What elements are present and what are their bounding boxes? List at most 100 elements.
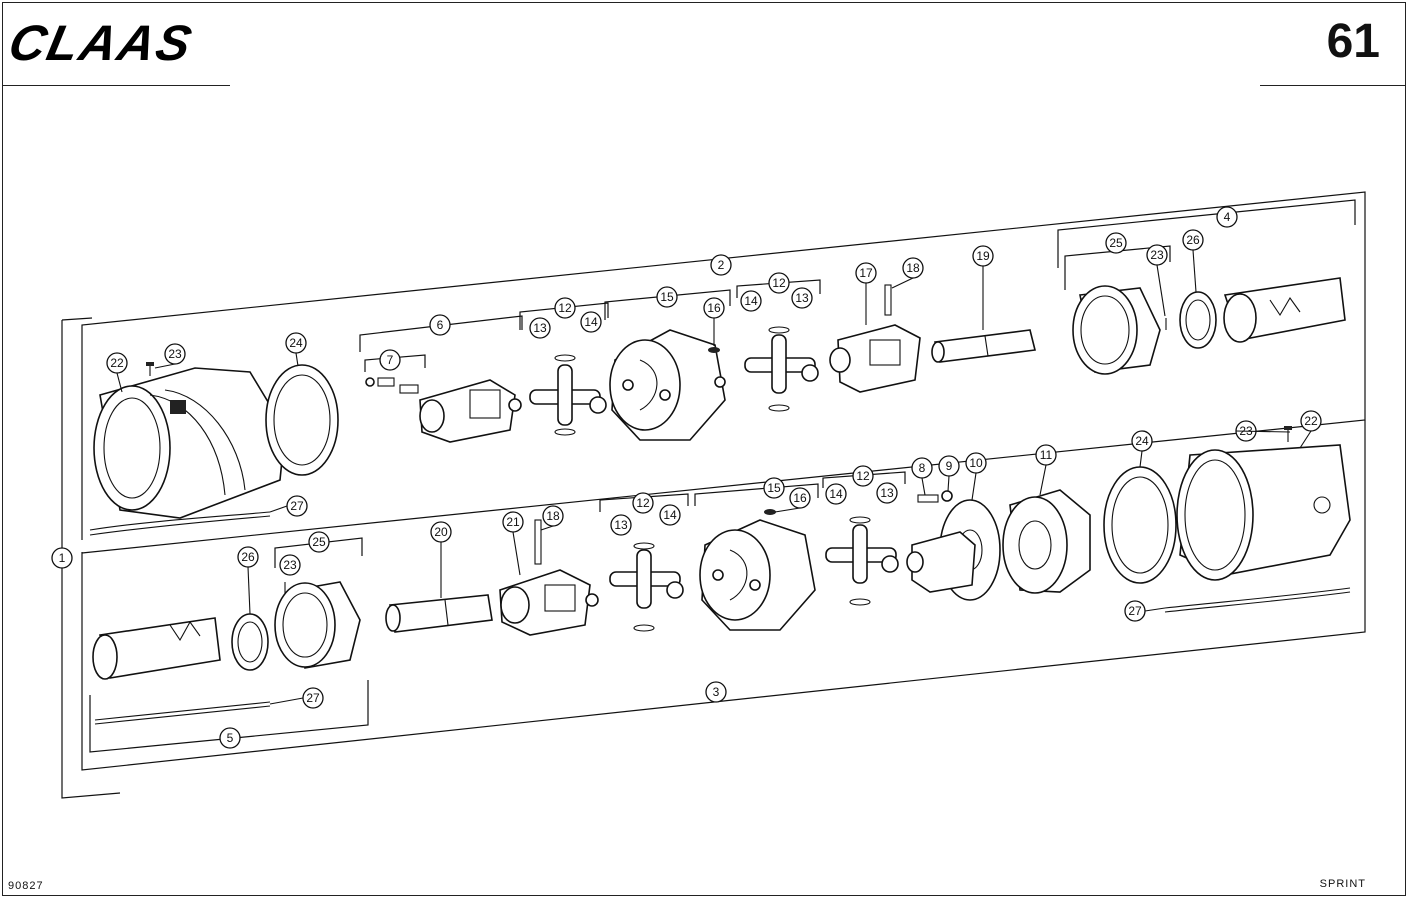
callout-18-b: 18 [542,505,564,527]
callout-12-a: 12 [554,297,576,319]
outer-tube-upper [1223,277,1346,343]
callout-6: 6 [429,314,451,336]
cross-journal-13-14-upper-left [529,354,607,436]
callout-10: 10 [965,452,987,474]
svg-text:22: 22 [110,356,124,370]
callout-16-b: 16 [789,487,811,509]
svg-text:14: 14 [584,315,598,329]
clutch-housing-15-upper [609,329,726,441]
yoke-21 [499,569,599,636]
bearing-ring-24-lower [1103,466,1177,584]
yoke-17 [829,324,921,393]
inner-tube-19 [931,329,1036,363]
guard-cone-22-upper [93,367,286,519]
callout-12-d: 12 [852,465,874,487]
callout-11: 11 [1035,444,1057,466]
pin-18-lower [534,519,542,565]
callout-23-a: 23 [164,343,186,365]
svg-text:12: 12 [856,469,870,483]
svg-text:15: 15 [767,481,781,495]
callout-13-c: 13 [610,514,632,536]
svg-text:23: 23 [168,347,182,361]
callout-18-a: 18 [902,257,924,279]
svg-text:13: 13 [614,518,628,532]
yoke-10-lower [906,531,976,593]
svg-text:4: 4 [1224,210,1231,224]
svg-text:18: 18 [546,509,560,523]
callout-15-b: 15 [763,477,785,499]
callout-25-a: 25 [1105,232,1127,254]
svg-text:13: 13 [880,486,894,500]
callout-23-b: 23 [1146,244,1168,266]
svg-text:27: 27 [290,499,304,513]
callout-26-a: 26 [1182,229,1204,251]
svg-text:9: 9 [946,459,953,473]
guard-cone-25-upper [1072,285,1161,375]
callout-14-d: 14 [825,483,847,505]
assembly-2-bracket [81,191,1366,554]
svg-text:6: 6 [437,318,444,332]
callout-9: 9 [938,455,960,477]
svg-text:11: 11 [1040,448,1053,462]
cross-journal-13-14-lower-left [609,542,684,632]
svg-text:24: 24 [1135,434,1149,448]
svg-text:22: 22 [1304,414,1318,428]
callout-20: 20 [430,521,452,543]
chain-27-lower-right [1164,587,1351,613]
callout-24-b: 24 [1131,430,1153,452]
bearing-ring-26-upper [1179,291,1217,349]
callout-13-a: 13 [529,317,551,339]
callout-23-d: 23 [279,554,301,576]
callout-27-b: 27 [1124,600,1146,622]
logo-rule [2,85,230,86]
callout-8: 8 [911,457,933,479]
svg-text:26: 26 [241,550,255,564]
svg-text:18: 18 [906,261,920,275]
leader-lines [116,249,1312,705]
svg-text:23: 23 [283,558,297,572]
assembly-4-bracket [1057,199,1356,268]
svg-text:27: 27 [1128,604,1142,618]
callout-14-a: 14 [580,311,602,333]
cross-journal-13-14-upper-right [744,326,819,412]
callout-26-b: 26 [237,546,259,568]
callout-14-b: 14 [740,290,762,312]
page-number-rule [1260,85,1406,86]
callout-4: 4 [1216,206,1238,228]
svg-text:12: 12 [558,301,572,315]
callout-22-b: 22 [1300,410,1322,432]
callout-1: 1 [51,547,73,569]
friction-disc-11 [1002,489,1091,594]
outer-tube-lower [92,617,221,680]
bearing-ring-26-lower [231,613,269,671]
washer-16-lower [764,509,776,515]
svg-text:14: 14 [829,487,843,501]
inner-tube-20 [385,594,493,633]
svg-text:16: 16 [707,301,721,315]
callout-21: 21 [502,511,524,533]
callout-3: 3 [705,681,727,703]
yoke-6 [419,379,522,443]
svg-text:10: 10 [969,456,983,470]
svg-text:13: 13 [795,291,809,305]
svg-text:1: 1 [59,551,66,565]
page-number: 61 [1326,15,1380,68]
svg-text:19: 19 [976,249,990,263]
svg-text:14: 14 [744,294,758,308]
svg-text:3: 3 [713,685,720,699]
svg-text:17: 17 [859,266,873,280]
svg-text:23: 23 [1150,248,1164,262]
chain-27-lower-left [94,701,271,725]
svg-text:25: 25 [1109,236,1123,250]
bearing-ring-24-upper [265,364,339,476]
svg-text:27: 27 [306,691,320,705]
svg-text:12: 12 [772,276,786,290]
guard-cone-25-lower [274,581,361,669]
svg-text:20: 20 [434,525,448,539]
svg-text:8: 8 [919,461,926,475]
callout-19: 19 [972,245,994,267]
chain-27-upper [89,511,271,536]
callout-27-a: 27 [286,495,308,517]
